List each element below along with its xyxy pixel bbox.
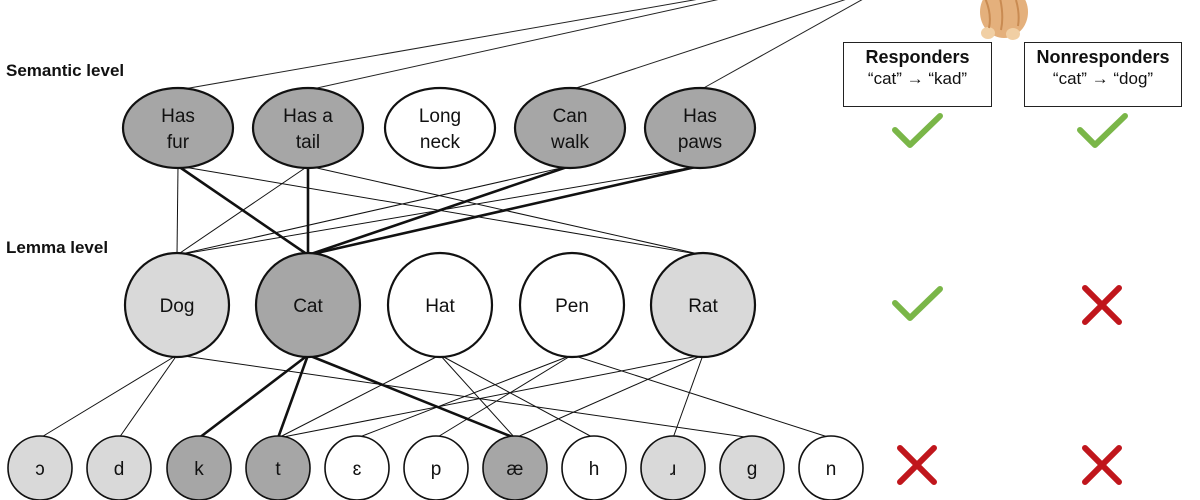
phoneme-node xyxy=(640,435,706,500)
edge-tail-dog xyxy=(176,165,309,256)
lemma-responders-check-icon xyxy=(892,286,943,321)
edge-rat-t xyxy=(277,354,704,439)
semantic-node-label: Long xyxy=(419,106,461,127)
edge-cat-æ xyxy=(307,353,516,440)
cat-photo xyxy=(980,0,1028,40)
phoneme-node xyxy=(482,435,548,500)
phoneme-node xyxy=(7,435,73,500)
phoneme-node xyxy=(719,435,785,500)
semantic-node-label: Has xyxy=(683,106,717,127)
phoneme-node-label: n xyxy=(826,459,837,480)
input-line-fur xyxy=(177,0,697,91)
lemma-node-label: Rat xyxy=(688,296,718,317)
input-line-walk xyxy=(569,0,846,91)
edge-fur-dog xyxy=(176,165,179,256)
lemma-node-label: Hat xyxy=(425,296,455,317)
lemma-node-hat xyxy=(386,251,494,359)
phoneme-node-label: æ xyxy=(507,459,524,480)
edge-dog-d xyxy=(118,354,178,439)
edge-paws-dog xyxy=(176,165,701,256)
responders-box: Responders “cat” → “kad” xyxy=(843,42,992,107)
edge-walk-dog xyxy=(176,165,571,256)
phoneme-node-label: ɹ xyxy=(670,459,676,480)
lemma-nonresponders-cross-icon xyxy=(1082,285,1122,325)
input-line-tail xyxy=(307,0,719,91)
nonresponders-example: “cat” → “dog” xyxy=(1052,69,1154,88)
edge-rat-ɹ xyxy=(672,354,704,439)
edge-hat-h xyxy=(439,354,595,439)
lemma-level-label: Lemma level xyxy=(6,238,109,257)
lemma-node-rat xyxy=(649,251,757,359)
responders-title: Responders xyxy=(865,47,970,67)
semantic-node-walk xyxy=(513,86,627,170)
phoneme-node-label: d xyxy=(114,459,125,480)
lemma-node-pen xyxy=(518,251,626,359)
phoneme-node-label: h xyxy=(589,459,600,480)
lemma-node-label: Cat xyxy=(293,296,323,317)
phoneme-node xyxy=(324,435,390,500)
phoneme-node xyxy=(86,435,152,500)
lemma-node-label: Pen xyxy=(555,296,589,317)
cat-paw-right xyxy=(1006,28,1020,40)
phoneme-node xyxy=(245,435,311,500)
semantic-node-label: walk xyxy=(550,132,590,153)
phoneme-node-label: p xyxy=(431,459,442,480)
semantic-node-fur xyxy=(121,86,235,170)
phoneme-node-label: g xyxy=(747,459,758,480)
phoneme-node-label: ɔ xyxy=(35,459,45,480)
responders-example: “cat” → “kad” xyxy=(867,69,968,88)
edge-pen-n xyxy=(571,354,832,439)
phoneme-node xyxy=(561,435,627,500)
semantic-node-label: tail xyxy=(296,132,320,153)
semantic-level-label: Semantic level xyxy=(6,61,125,80)
phoneme-node-label: t xyxy=(275,459,281,480)
edge-cat-k xyxy=(198,353,309,440)
phoneme-node xyxy=(403,435,469,500)
lemma-node-cat xyxy=(254,251,362,359)
input-line-paws xyxy=(699,0,863,91)
judgment-marks xyxy=(892,113,1128,485)
phoneme-node xyxy=(798,435,864,500)
cat-fur-stripes xyxy=(984,0,1020,31)
semantic-node-label: Can xyxy=(553,106,588,127)
semantic-node-label: neck xyxy=(420,132,461,153)
input-lines xyxy=(177,0,863,91)
nonresponders-title: Nonresponders xyxy=(1036,47,1170,67)
lemma-node-label: Dog xyxy=(160,296,195,317)
phoneme-responders-cross-icon xyxy=(897,445,937,485)
phoneme-nonresponders-cross-icon xyxy=(1082,445,1122,485)
edge-pen-p xyxy=(435,354,573,439)
edge-dog-ɔ xyxy=(39,354,178,439)
phoneme-node xyxy=(166,435,232,500)
edge-cat-t xyxy=(276,354,310,439)
edge-paws-cat xyxy=(307,164,701,257)
semantic-node-neck xyxy=(383,86,497,170)
phoneme-node-label: k xyxy=(194,459,204,480)
edge-hat-t xyxy=(277,354,441,439)
semantic-node-label: fur xyxy=(167,132,190,153)
lemma-node-dog xyxy=(123,251,231,359)
semantic-responders-check-icon xyxy=(892,113,943,148)
edge-hat-æ xyxy=(439,354,516,439)
semantic-nonresponders-check-icon xyxy=(1077,113,1128,148)
semantic-node-label: Has xyxy=(161,106,195,127)
edge-pen-ɛ xyxy=(356,354,573,439)
network-nodes: Has fur Has a tail Long neck Can walk Has pawsDog… xyxy=(7,86,864,500)
semantic-node-paws xyxy=(643,86,757,170)
semantic-node-label: paws xyxy=(678,132,722,153)
semantic-node-tail xyxy=(251,86,365,170)
cat-paw-left xyxy=(981,27,995,39)
connection-lines xyxy=(39,164,832,440)
phoneme-node-label: ɛ xyxy=(353,459,362,480)
semantic-node-label: Has a xyxy=(283,106,333,127)
edge-rat-æ xyxy=(514,354,704,439)
nonresponders-box: Nonresponders “cat” → “dog” xyxy=(1024,42,1182,107)
